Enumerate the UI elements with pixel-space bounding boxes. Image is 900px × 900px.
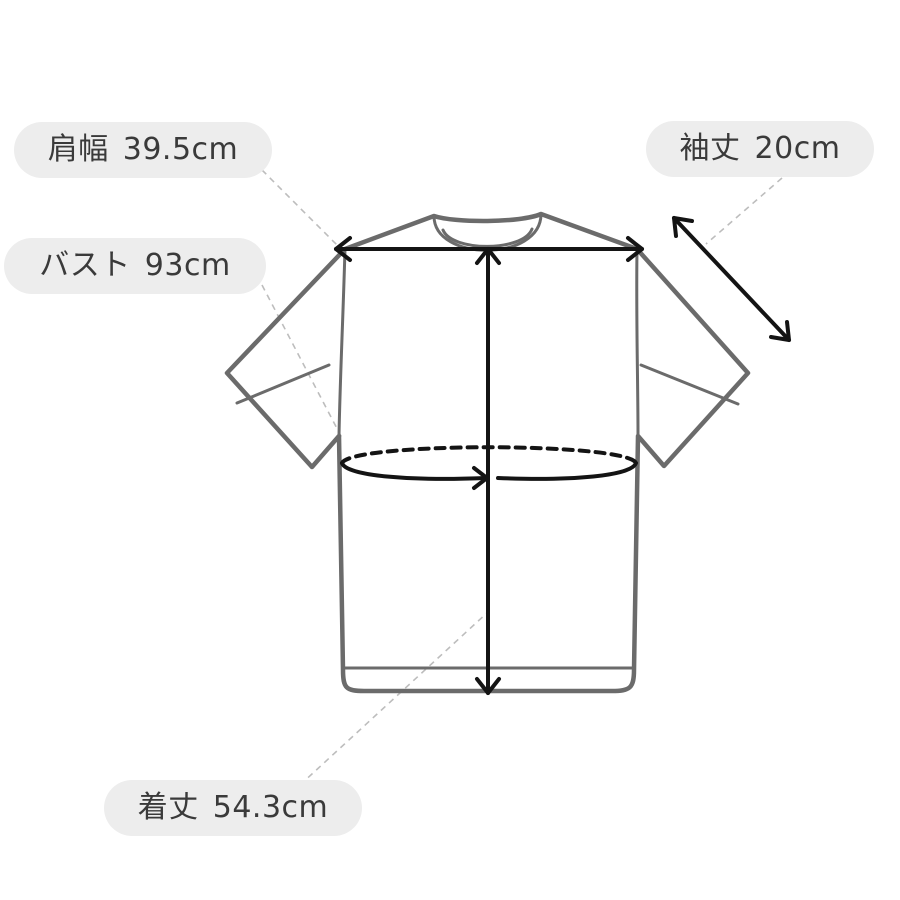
sleeve-length-name: 袖丈 xyxy=(679,131,741,166)
neck-rib-inner xyxy=(441,227,534,248)
left-armhole-seam xyxy=(337,247,347,438)
sleeve-length-value: 20cm xyxy=(754,131,841,166)
bust-arrowhead xyxy=(472,466,489,490)
shoulder-arrowhead-left xyxy=(334,236,352,262)
leader-lines xyxy=(261,169,783,786)
length-leader-line xyxy=(299,611,489,786)
shoulder-leader-line xyxy=(261,169,339,247)
shoulder-width-label: 肩幅 39.5cm xyxy=(14,122,272,178)
sleeve-arrowhead-bottom xyxy=(769,320,791,342)
sleeve-leader-line xyxy=(705,177,783,245)
bust-ellipse-front-right xyxy=(496,461,638,481)
sleeve-arrowhead-top xyxy=(672,216,694,238)
body-length-value: 54.3cm xyxy=(212,790,329,825)
right-sleeve-cuff-seam xyxy=(639,363,740,406)
length-arrowhead-bottom xyxy=(475,677,501,695)
sleeve-length-label: 袖丈 20cm xyxy=(646,121,874,177)
tshirt-outline xyxy=(224,211,751,694)
body-length-name: 着丈 xyxy=(137,790,199,825)
bust-name: バスト xyxy=(39,248,131,283)
length-arrowhead-top xyxy=(475,247,501,265)
bust-ellipse-back xyxy=(340,445,638,465)
bust-label: バスト 93cm xyxy=(4,238,266,294)
right-armhole-seam xyxy=(635,247,640,438)
bust-leader-line xyxy=(261,284,344,441)
tshirt-body-outline xyxy=(224,211,751,694)
bust-ellipse-front-left xyxy=(340,461,488,481)
shoulder-width-name: 肩幅 xyxy=(47,132,109,167)
sleeve-length-arrow xyxy=(672,216,791,342)
left-sleeve-cuff-seam xyxy=(235,363,331,405)
shoulder-width-value: 39.5cm xyxy=(122,132,239,167)
bust-value: 93cm xyxy=(144,248,231,283)
measurement-arrows xyxy=(334,216,791,695)
body-length-label: 着丈 54.3cm xyxy=(104,780,362,836)
shoulder-arrowhead-right xyxy=(626,236,644,262)
